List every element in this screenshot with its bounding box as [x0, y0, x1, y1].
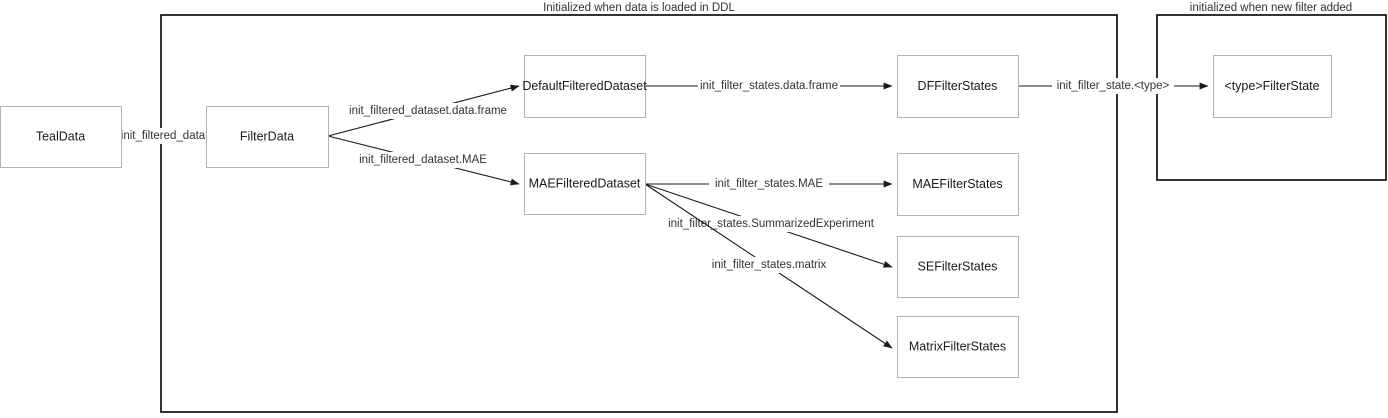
node-maefiltereddataset-box[interactable]: [524, 153, 646, 215]
node-filterdata-label: FilterData: [240, 129, 294, 143]
edge-filterdata-defaultfiltereddataset-label-backdrop: [349, 103, 507, 119]
edge-maefiltereddataset-sefilterstates-label-backdrop: [657, 216, 885, 232]
group-new-filter-container: [1156, 14, 1387, 181]
node-tealdata-label: TealData: [36, 129, 85, 143]
edge-tealdata-filterdata-label-backdrop: [118, 128, 208, 144]
edge-dffilterstates-typefilterstate-label: init_filter_state.<type>: [1057, 80, 1170, 92]
node-matrixfilterstates-label: MatrixFilterStates: [909, 339, 1006, 353]
node-typefilterstate-label: <type>FilterState: [1224, 79, 1319, 93]
node-maefilterstates-label: MAEFilterStates: [912, 177, 1002, 191]
edges-layer: init_filtered_data init_filtered_dataset.…: [118, 78, 1209, 349]
group-ddl-title: Initialized when data is loaded in DDL: [543, 2, 735, 14]
node-sefilterstates[interactable]: SEFilterStates: [897, 236, 1019, 298]
node-typefilterstate-box[interactable]: [1213, 55, 1332, 118]
group-ddl-container: [160, 14, 1118, 413]
node-filterdata-box[interactable]: [206, 106, 329, 168]
edge-maefiltereddataset-sefilterstates-label: init_filter_states.SummarizedExperiment: [668, 218, 875, 230]
edge-dffilterstates-typefilterstate-label-backdrop: [1052, 78, 1174, 94]
node-dffilterstates-box[interactable]: [897, 55, 1019, 118]
node-dffilterstates[interactable]: DFFilterStates: [897, 55, 1019, 118]
edge-defaultfiltereddataset-dffilterstates-label: init_filter_states.data.frame: [700, 80, 838, 92]
edge-defaultfiltereddataset-dffilterstates-label-backdrop: [698, 78, 840, 94]
node-defaultfiltereddataset-label: DefaultFilteredDataset: [522, 79, 647, 93]
edge-maefiltereddataset-maefilterstates-label: init_filter_states.MAE: [715, 178, 823, 190]
node-tealdata[interactable]: TealData: [0, 106, 122, 168]
node-sefilterstates-label: SEFilterStates: [918, 259, 998, 273]
node-maefiltereddataset[interactable]: MAEFilteredDataset: [524, 153, 646, 215]
node-defaultfiltereddataset[interactable]: DefaultFilteredDataset: [522, 55, 647, 118]
node-tealdata-box[interactable]: [0, 106, 122, 168]
nodes-layer: TealData FilterData DefaultFilteredDataset…: [0, 55, 1332, 378]
node-matrixfilterstates[interactable]: MatrixFilterStates: [897, 316, 1019, 378]
edge-tealdata-filterdata-label: init_filtered_data: [121, 130, 206, 142]
edge-maefiltereddataset-matrixfilterstates-label: init_filter_states.matrix: [712, 259, 827, 271]
node-maefiltereddataset-label: MAEFilteredDataset: [529, 176, 641, 190]
node-matrixfilterstates-box[interactable]: [897, 316, 1019, 378]
node-defaultfiltereddataset-box[interactable]: [524, 55, 646, 118]
node-filterdata[interactable]: FilterData: [206, 106, 329, 168]
group-new-filter-title: initialized when new filter added: [1190, 2, 1352, 14]
groups-layer: Initialized when data is loaded in DDL in…: [160, 2, 1387, 413]
edge-filterdata-defaultfiltereddataset-label: init_filtered_dataset.data.frame: [349, 105, 507, 117]
node-typefilterstate[interactable]: <type>FilterState: [1213, 55, 1332, 118]
node-maefilterstates-box[interactable]: [897, 153, 1019, 216]
node-sefilterstates-box[interactable]: [897, 236, 1019, 298]
edge-maefiltereddataset-maefilterstates-label-backdrop: [709, 176, 829, 192]
node-maefilterstates[interactable]: MAEFilterStates: [897, 153, 1019, 216]
edge-maefiltereddataset-matrixfilterstates-label-backdrop: [703, 257, 835, 273]
edge-filterdata-maefiltereddataset-label-backdrop: [356, 152, 490, 168]
node-dffilterstates-label: DFFilterStates: [918, 79, 998, 93]
edge-filterdata-maefiltereddataset-label: init_filtered_dataset.MAE: [359, 154, 487, 166]
